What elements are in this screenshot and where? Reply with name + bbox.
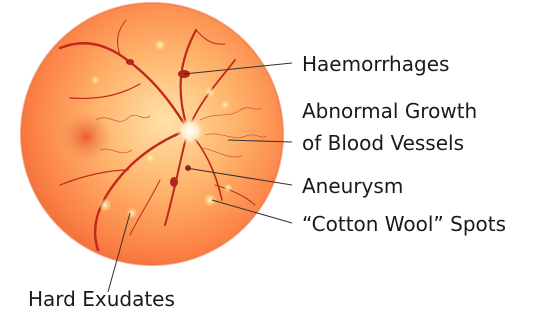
label-hard-exudates: Hard Exudates: [28, 287, 175, 312]
label-cotton-wool-spots: “Cotton Wool” Spots: [302, 212, 506, 237]
label-abnormal-growth-line2: of Blood Vessels: [302, 131, 464, 156]
label-abnormal-growth-line1: Abnormal Growth: [302, 99, 477, 124]
label-aneurysm: Aneurysm: [302, 174, 403, 199]
macula: [60, 111, 112, 163]
label-haemorrhages: Haemorrhages: [302, 52, 449, 77]
optic-disc: [176, 117, 204, 145]
